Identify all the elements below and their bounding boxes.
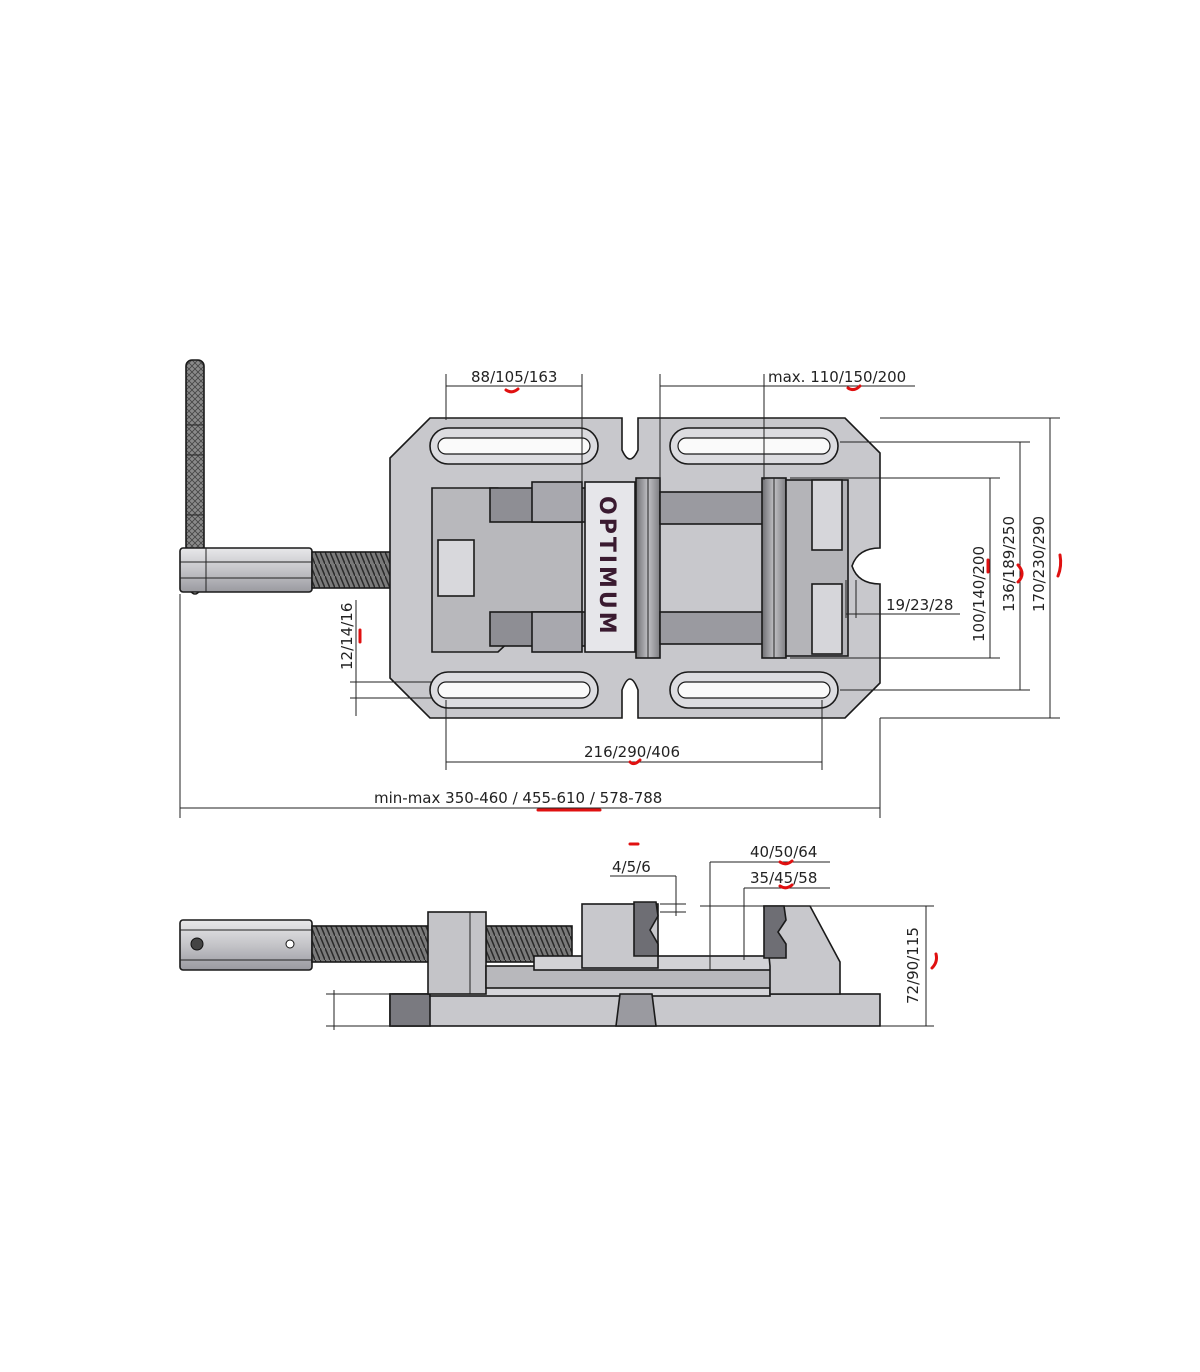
dim-max-opening: max. 110/150/200 <box>768 368 906 386</box>
side-lead-screw <box>311 925 433 963</box>
dim-slot-depth: 19/23/28 <box>886 596 953 614</box>
dim-width-total: 170/230/290 <box>1030 516 1048 612</box>
dim-total-height: 72/90/115 <box>904 927 922 1004</box>
dim-overall-length: min-max 350-460 / 455-610 / 578-788 <box>374 789 662 807</box>
dim-inner-height: 100/140/200 <box>970 546 988 642</box>
dimension-lines-top <box>179 374 1060 818</box>
dim-slot-spacing: 216/290/406 <box>584 743 680 761</box>
hex-nut <box>179 547 313 593</box>
red-annotations-top <box>358 384 1063 812</box>
brand-plate <box>584 481 636 653</box>
dim-jaw-height: 40/50/64 <box>750 843 817 861</box>
dim-jaw-groove: 4/5/6 <box>612 858 651 876</box>
dim-jaw-width: 88/105/163 <box>471 368 557 386</box>
dim-jaw-height-inner: 35/45/58 <box>750 869 817 887</box>
red-annotations-side <box>628 842 938 970</box>
side-view: 4/5/6 40/50/64 35/45/58 72/90/115 <box>179 842 938 1030</box>
dim-slot-width: 12/14/16 <box>338 603 356 670</box>
dim-width-mid: 136/189/250 <box>1000 516 1018 612</box>
brand-label: OPTIMUM <box>594 496 619 637</box>
side-end-block <box>427 911 487 995</box>
top-view: OPTIMUM <box>179 359 1063 818</box>
